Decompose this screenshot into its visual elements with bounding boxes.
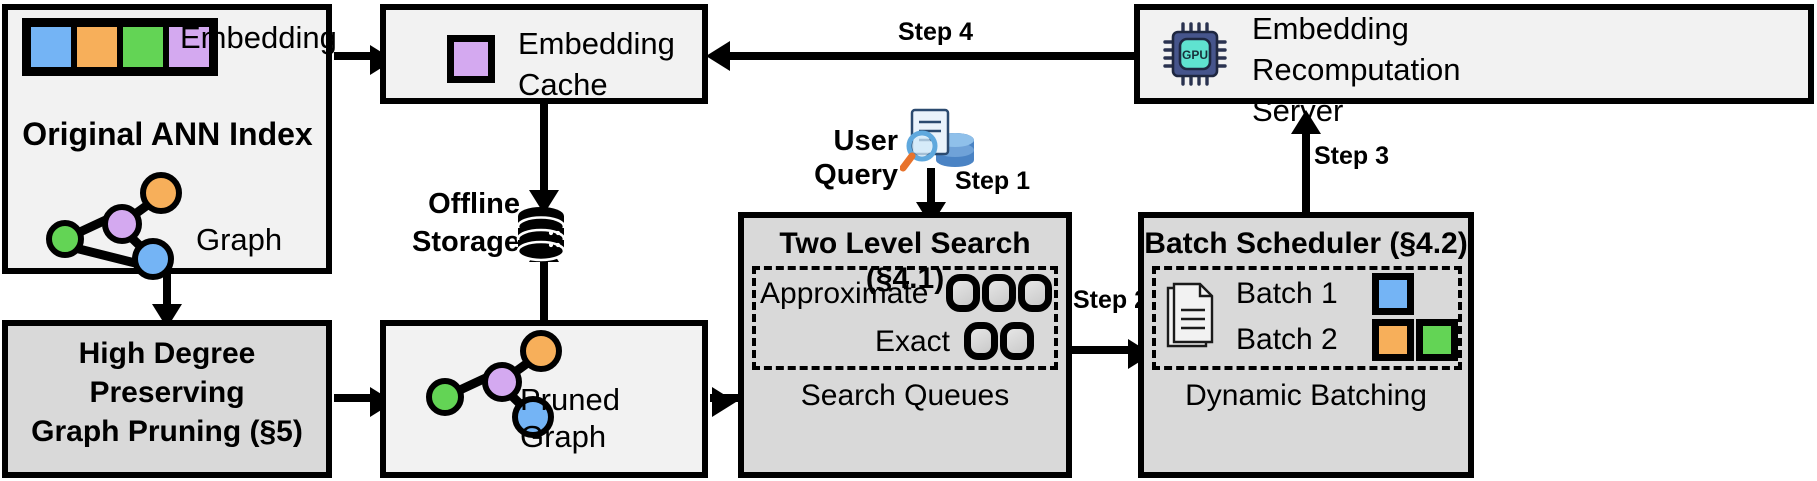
arrow-cache-to-storage: [540, 104, 548, 194]
box-recomputation-server: [1134, 4, 1814, 104]
arrow-step4: [724, 52, 1136, 60]
gpu-chip-icon: GPU: [1163, 22, 1229, 86]
arrow-pruning-to-pruned-graph: [334, 394, 376, 402]
original-ann-index-title: Original ANN Index: [22, 116, 313, 152]
batch-1-label: Batch 1: [1236, 277, 1338, 310]
arrow-index-to-pruning: [163, 274, 171, 308]
original-index-graph: [40, 172, 200, 280]
embedding-swatch-blue: [28, 24, 74, 70]
queue-chip-approximate: [946, 274, 980, 312]
step2-label: Step 2: [1073, 286, 1149, 314]
queue-chip-exact: [964, 322, 998, 360]
search-queues-dashed-region: [752, 266, 1058, 370]
pruned-graph-title: Pruned Graph: [520, 382, 620, 454]
user-query-label: User Query: [814, 125, 898, 192]
graph-node-purple: [482, 362, 522, 402]
queue-chip-approximate: [982, 274, 1016, 312]
graph-node-green: [46, 220, 84, 258]
arrow-step1: [927, 168, 935, 206]
embedding-swatch-strip: [22, 18, 218, 76]
box-graph-pruning: [2, 320, 332, 478]
arrow-head-left: [706, 41, 730, 71]
batch-2-swatch-orange: [1372, 319, 1414, 361]
batch-1-swatch-blue: [1372, 273, 1414, 315]
arrow-index-to-cache: [334, 52, 376, 60]
graph-node-blue: [512, 396, 554, 438]
step3-label: Step 3: [1314, 142, 1390, 170]
arrow-head-right: [712, 387, 736, 417]
embedding-swatch-orange: [74, 24, 120, 70]
graph-node-blue: [132, 238, 174, 280]
batch-scheduler-title: Batch Scheduler (§4.2): [1144, 227, 1468, 260]
arrow-step3: [1302, 132, 1310, 212]
graph-node-orange: [520, 330, 562, 372]
graph-pruning-title: High Degree Preserving Graph Pruning (§5…: [31, 337, 303, 448]
arrow-head-up: [1291, 110, 1321, 134]
arrow-step2: [1072, 346, 1136, 354]
embedding-cache-title: Embedding Cache: [518, 26, 675, 102]
graph-node-purple: [102, 204, 142, 244]
exact-row-label: Exact: [874, 325, 950, 358]
graph-label: Graph: [196, 222, 283, 257]
search-queues-footer: Search Queues: [800, 379, 1010, 412]
svg-text:GPU: GPU: [1182, 48, 1208, 62]
database-icon: [516, 206, 566, 262]
graph-node-green: [426, 378, 464, 416]
recomputation-server-title: Embedding Recomputation Server: [1252, 11, 1461, 129]
documents-icon: [1164, 282, 1220, 352]
embedding-cache-swatch-purple: [447, 35, 495, 83]
step1-label: Step 1: [955, 167, 1031, 195]
box-embedding-cache: [380, 4, 708, 104]
embedding-swatch-green: [120, 24, 166, 70]
embedding-label: Embedding: [180, 20, 337, 55]
queue-chip-approximate: [1018, 274, 1052, 312]
dynamic-batching-footer: Dynamic Batching: [1185, 379, 1427, 412]
batch-2-swatch-green: [1416, 319, 1458, 361]
graph-node-orange: [140, 172, 182, 214]
user-query-icon: [899, 106, 976, 176]
queue-chip-exact: [1000, 322, 1034, 360]
dynamic-batching-dashed-region: [1152, 266, 1462, 370]
offline-storage-label: Offline Storage: [412, 188, 520, 258]
step4-label: Step 4: [898, 18, 974, 46]
pruned-graph-graph: [420, 330, 580, 438]
approximate-row-label: Approximate: [760, 277, 929, 310]
embedding-swatch-purple: [166, 24, 212, 70]
two-level-search-title: Two Level Search (§4.1): [779, 227, 1031, 296]
arrow-pruned-graph-to-storage: [540, 262, 548, 320]
batch-2-label: Batch 2: [1236, 323, 1338, 356]
